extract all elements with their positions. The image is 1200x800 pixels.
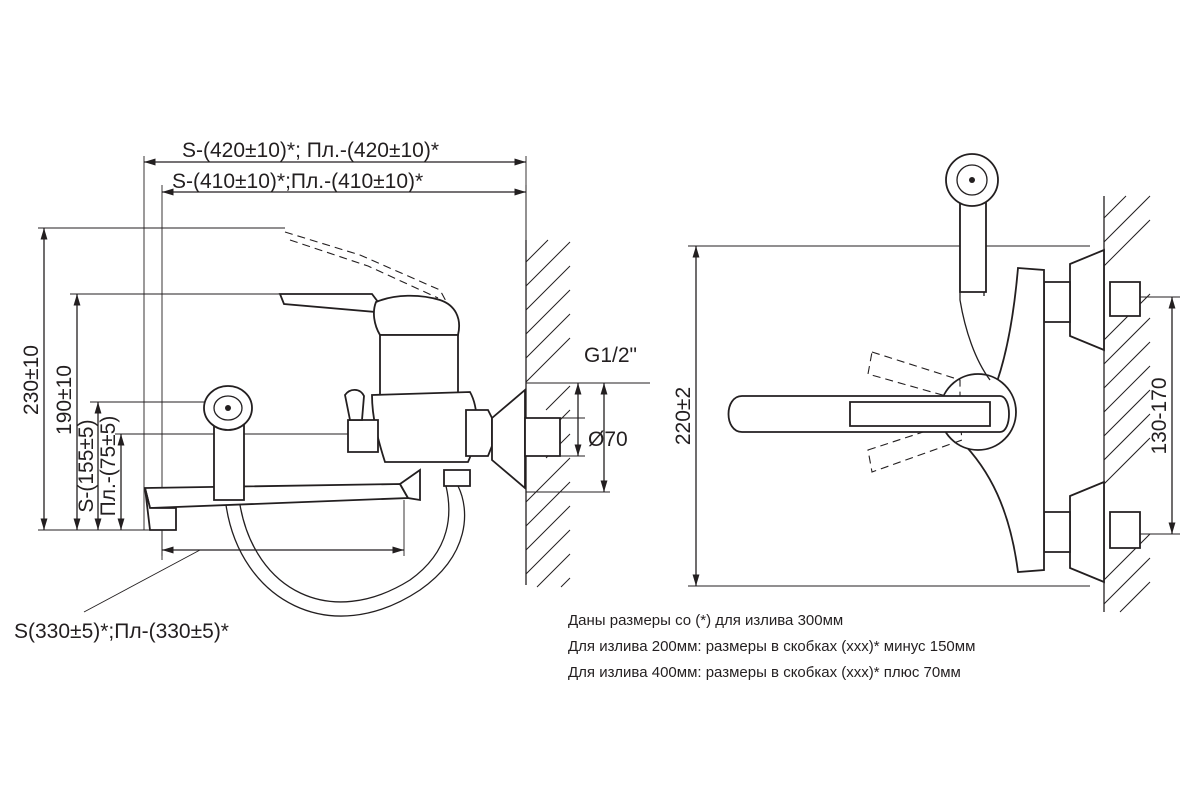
dim-height-s: S-(155±5) [75, 419, 98, 512]
dim-height-total: 230±10 [20, 345, 43, 415]
note-line-2: Для излива 200мм: размеры в скобках (xxx… [568, 638, 975, 655]
note-line-3: Для излива 400мм: размеры в скобках (xxx… [568, 664, 961, 681]
dim-overall-width: S-(420±10)*; Пл.-(420±10)* [182, 139, 439, 162]
dim-inner-width: S-(410±10)*;Пл.-(410±10)* [172, 170, 423, 193]
dim-side-height: 220±2 [672, 387, 695, 445]
dim-flange-diameter: Ø70 [588, 428, 628, 451]
dim-thread: G1/2" [584, 344, 637, 367]
side-view [688, 153, 1180, 613]
wall-hatch-left [525, 239, 571, 588]
dim-spout-length: S(330±5)*;Пл-(330±5)* [14, 620, 229, 643]
note-line-1: Даны размеры со (*) для излива 300мм [568, 612, 843, 629]
dim-center-distance: 130-170 [1148, 377, 1171, 454]
dim-height-pl: Пл.-(75±5) [97, 416, 120, 517]
front-view [38, 156, 650, 617]
dim-height-handle: 190±10 [53, 365, 76, 435]
wall-hatch-right [1103, 195, 1151, 613]
